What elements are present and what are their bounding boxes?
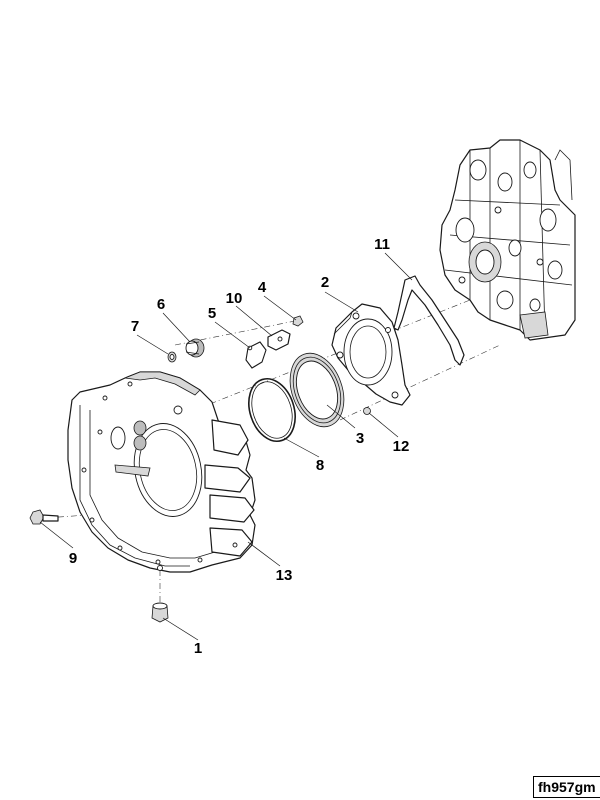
engine-block — [439, 139, 576, 341]
part-9-bolt — [29, 509, 59, 525]
reference-code-label: fh957gm — [533, 776, 600, 798]
callout-4: 4 — [258, 279, 267, 296]
part-11-gasket-strip — [393, 275, 465, 366]
callout-3: 3 — [356, 430, 364, 447]
part-5-cover-gasket — [245, 341, 267, 369]
part-7-washer — [167, 351, 177, 363]
part-4-plug — [292, 315, 304, 327]
part-6-fitting — [185, 338, 205, 358]
callout-12: 12 — [393, 438, 410, 455]
part-1-plug — [151, 602, 169, 623]
part-12-bolt — [363, 407, 371, 415]
callout-2: 2 — [321, 274, 329, 291]
callout-1: 1 — [194, 640, 202, 657]
callout-labels: 1 2 3 4 5 6 7 8 9 10 11 12 13 — [69, 236, 410, 657]
callout-13: 13 — [276, 567, 293, 584]
leader-lines — [39, 252, 413, 641]
part-2-seal-housing — [331, 303, 411, 406]
callout-11: 11 — [374, 236, 390, 253]
callout-10: 10 — [226, 290, 243, 307]
callout-8: 8 — [316, 457, 324, 474]
part-13-flywheel-housing — [67, 371, 256, 573]
callout-7: 7 — [131, 318, 139, 335]
callout-9: 9 — [69, 550, 77, 567]
part-3-seal-ring — [289, 352, 345, 428]
callout-6: 6 — [157, 296, 165, 313]
part-8-o-ring — [248, 378, 296, 442]
callout-5: 5 — [208, 305, 216, 322]
part-10-cover-plate — [267, 329, 291, 351]
